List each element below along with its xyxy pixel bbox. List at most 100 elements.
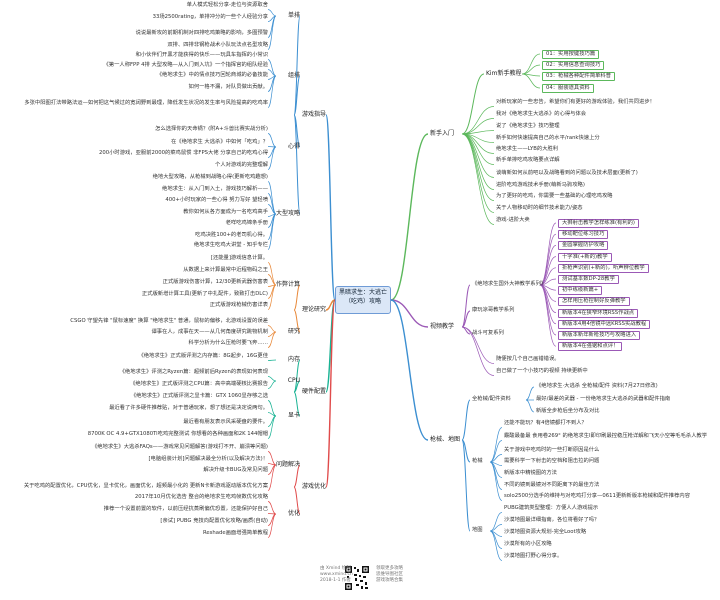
leaf-team-4[interactable]: 多张中阳图打法带路法运—如何把这气候过的宽阔野到最理，降低发生状况的发生率与风险…: [24, 100, 268, 106]
leaf-opt-2[interactable]: [亲试] PUBG 竞技向配置优化攻略/画质(自动): [160, 518, 268, 524]
leaf-cheat-0[interactable]: [还能量]游戏信息计算。: [210, 255, 268, 261]
sub-tactics-series[interactable]: 战斗可复系列: [472, 330, 504, 336]
branch-novice[interactable]: 新手入门: [430, 130, 455, 137]
maps-4[interactable]: 沙漠地图打野心得分享。: [504, 553, 563, 559]
sub-memory[interactable]: 内存: [287, 356, 300, 363]
leaf-research-1[interactable]: 谭事在人，成事在天——从几何角度研究跳物机制: [151, 329, 268, 335]
maps-2[interactable]: 沙漠地图资源大规划-完全Loot攻略: [504, 529, 587, 535]
sub-research[interactable]: 研究: [287, 328, 300, 335]
leaf-master-4[interactable]: 老咩吃鸡锦条手册: [225, 220, 268, 226]
newbie-1[interactable]: 02：实用信息查询技巧: [542, 61, 605, 70]
sub-maps[interactable]: 地图: [472, 527, 483, 533]
leaf-cheat-4[interactable]: 正式版游戏枪械伤害详表: [209, 302, 268, 308]
maps-3[interactable]: 沙漠所有的小区攻略: [504, 541, 552, 547]
maps-0[interactable]: PUBG建筑类型整理：方便人人游戏提示: [504, 505, 599, 511]
guns-5[interactable]: 不同的镜到最镜对不同距离下的最佳方法: [504, 482, 600, 488]
video-series-4[interactable]: 折枪声识别(+新的)，听声辨位教学: [558, 263, 649, 273]
leaf-team-1[interactable]: 《第一人称FPP 4排 大型攻略—从入门到入坑》一个指挥官的组队经验: [103, 62, 269, 68]
central-topic[interactable]: 黑暗求生：大逃亡 （吃鸡）攻略: [335, 286, 391, 314]
sub-cpu[interactable]: CPU: [287, 377, 300, 384]
video-series-0[interactable]: 大狮射击教学怎样练准(有利的): [558, 219, 639, 228]
novice2-2[interactable]: 进阶吃鸡游戏技术手册(萌新马驹攻略): [496, 182, 585, 188]
leaf-master-6[interactable]: 绝地求生吃鸡大讲堂 - 知乎专栏: [193, 242, 268, 248]
video-series-10[interactable]: 新版本新年新枪技巧与攻略进入: [558, 331, 641, 340]
novice2-3[interactable]: 为了更好的吃鸡，你需要一些基础的心理吃鸡攻略: [496, 193, 613, 199]
branch-hardware[interactable]: 硬件配置: [301, 388, 326, 395]
newbie-0[interactable]: 01：实用按键技巧篇: [542, 50, 600, 59]
newbie-3[interactable]: 04：服装道具资料: [542, 84, 594, 93]
leaf-cheat-3[interactable]: 正式版新增计算工具(更新了中扎配件，致致打击DLC): [141, 291, 268, 297]
novice2-4[interactable]: 关于人物移动时的细节技术能力/姿态: [496, 205, 583, 211]
leaf-mind_items-2[interactable]: 200小时游戏，亚服前2000的菜鸡鼠惯 非FPS大佬 分享自己的吃鸡心得: [99, 150, 268, 156]
leaf-solo-1[interactable]: 33场2500rating，单排冲分的一些个人经验分享: [152, 14, 268, 20]
leaf-mind_items-0[interactable]: 怎么选择你的天命锅？(附A+斗兽比赛实战分析): [155, 126, 268, 132]
leaf-gpu-1[interactable]: 最近看了许多硬件推荐贴，对于普通玩家，想了想还是决定说两句。: [109, 405, 268, 411]
leaf-team-0[interactable]: 和小伙伴们开黑才能获得的快乐——玩具车指挥的小常识: [135, 52, 268, 58]
sub-opt[interactable]: 优化: [287, 510, 300, 517]
video-series-7[interactable]: 怎样用压枪控制好反弹教学: [558, 297, 630, 307]
video-series-3[interactable]: 十字准(+新的)教学: [558, 252, 612, 262]
maps-1[interactable]: 沙漠地图最详细指南，各位将看好了吗？: [504, 517, 600, 523]
branch-video[interactable]: 视频教学: [430, 323, 455, 330]
video-series-11[interactable]: 新版本4在强锯和点评！: [558, 342, 623, 352]
leaf-research-2[interactable]: 科学分析为什么压枪时要飞奔……: [188, 340, 268, 346]
leaf-solo-2[interactable]: 说说最新攻的前期机制对四排吃鸡策略的影响，多图预警: [135, 30, 268, 36]
novice2-0[interactable]: 新手单排吃鸡攻略要点详解: [496, 157, 560, 163]
video-series-9[interactable]: 新版本4用4倍镜中远KRSS实战教程: [558, 319, 651, 329]
leaf-opt-3[interactable]: Reshade画面增强简单教程: [202, 530, 268, 536]
leaf-cpu-0[interactable]: 《绝地求生》评测之Ryzen篇：超频前后Ryzen的表现如何表现: [119, 369, 268, 375]
leaf-master-5[interactable]: 吃鸡决胜100+的老司机心得。: [195, 232, 268, 238]
leaf-mind_items-3[interactable]: 个人对游戏的完整理解: [215, 162, 268, 168]
novice-0[interactable]: 对新玩家的一些忠告，希望你们有更好的游戏体验，我们共同进步！: [496, 99, 655, 105]
leaf-gpu-3[interactable]: 8700K OC 4.9+GTX1080Ti吃鸡完整测试 你想看的各种画面和2K…: [87, 431, 268, 437]
novice-4[interactable]: 绝地求生——LYB的大胜利: [496, 146, 559, 152]
sub-problem[interactable]: 问题解决: [275, 461, 300, 468]
guns-0[interactable]: 还能不能玩？有4倍镜都打不到人？: [504, 420, 587, 426]
leaf-memory-0[interactable]: 《绝地求生》正式版评测之内存篇：8G起步，16G更佳: [138, 353, 268, 359]
guns-6[interactable]: solo2500分选手的维持与对吃鸡打分享—0611更新新版本枪械和配件推荐内容: [504, 493, 690, 499]
branch-theory[interactable]: 理论研究: [301, 306, 326, 313]
novice-2[interactable]: 说了《绝地求生》技巧整理: [496, 123, 560, 129]
guns-4[interactable]: 新版本中精锐图的方法: [504, 470, 557, 476]
leaf-team-2[interactable]: 《绝地求生》中的情点技巧回轮商城的必备技能: [156, 72, 268, 78]
leaf-research-0[interactable]: CSGO 守望先锋 "鼠标速度" 换算 "绝地求生" 普通，鼠标的偏移，北游戏设…: [70, 318, 268, 324]
novice-1[interactable]: 我对《绝地求生大逃杀》的心得与体会: [496, 111, 587, 117]
sub-weapon-data[interactable]: 全枪械/配件资料: [472, 396, 511, 402]
leaf-gpu-2[interactable]: 最近看有朋友表示风采硬盘的要件。: [183, 419, 268, 425]
leaf-opt-1[interactable]: 推荐一个设置前置的软件，以前压经抗蒸刷偏优恐置，还能保护好自己: [103, 506, 268, 512]
sub-video-series[interactable]: 《绝地求生国外大神教学系列》: [472, 281, 547, 287]
sub-master[interactable]: 大型攻略: [275, 210, 300, 217]
video-series-2[interactable]: 金圆掌握防护攻略: [558, 241, 609, 251]
weapon-data-1[interactable]: 最好/最差的武器 - 一份绝地求生大逃杀的武器和配件指南: [536, 396, 671, 402]
guns-2[interactable]: 关于游戏中吃鸡时的一些打断原因是什么: [504, 447, 600, 453]
video-extra-1[interactable]: 自己做了一个小技巧的视频 持续更新中: [496, 368, 588, 374]
leaf-solo-3[interactable]: 双排、四排非钢枪战术小队玩法点名型攻略: [167, 42, 268, 48]
leaf-master-1[interactable]: 绝地求生：从入门到入土，游戏技巧解析——: [162, 186, 268, 192]
leaf-gpu-0[interactable]: 《绝地求生》正式版评测之显卡篇：GTX 1060显存够之选: [130, 393, 268, 399]
leaf-problem-1[interactable]: [电脑组装计划]问题解决最全分析(以及解决方法)！: [148, 456, 268, 462]
leaf-problem-2[interactable]: 解决升级卡BUG及常见问题: [203, 467, 268, 473]
weapon-data-0[interactable]: 《绝地求生·大逃杀 全枪械/配件 资料(7月27日修改): [536, 383, 658, 389]
sub-newbie[interactable]: Kim新手教程: [486, 70, 522, 77]
leaf-master-3[interactable]: 教你如何从各方面成为一名吃鸡高手: [183, 209, 268, 215]
leaf-cpu-1[interactable]: 《绝地求生》正式版评测之CPU篇：高中高端硬核比赛报告: [130, 381, 268, 387]
sub-solo[interactable]: 单排: [287, 12, 300, 19]
newbie-2[interactable]: 03：枪械各种配件简单科普: [542, 72, 616, 81]
sub-mind[interactable]: 心得: [287, 143, 300, 150]
sub-cheat[interactable]: 作弊计算: [275, 281, 300, 288]
novice-3[interactable]: 新手如何快速提高自己的水平/rank快速上分: [496, 135, 600, 141]
video-series-1[interactable]: 移动靶位练习技巧: [558, 230, 609, 240]
video-series-8[interactable]: 新版本4在狭窄环境RSS作战点: [558, 308, 639, 318]
video-series-5[interactable]: 测试基本数DP-28教学: [558, 275, 619, 284]
branch-tactics[interactable]: 枪械、地图: [430, 436, 461, 443]
sub-gpu[interactable]: 显卡: [287, 412, 300, 419]
guns-3[interactable]: 需要科学一下射击的空档和阻击拉的问题: [504, 458, 600, 464]
novice2-5[interactable]: 游戏-进阶大卖: [496, 217, 530, 223]
sub-guns[interactable]: 枪械: [472, 458, 483, 464]
leaf-opt-0[interactable]: 2017年10月优化选告 整合的绝地求生吃鸡帧数优化攻略: [134, 494, 268, 500]
leaf-master-0[interactable]: 绝地大型攻略，从枪械到战略心得(更新吃鸡趣想): [152, 174, 268, 180]
sub-rank-series[interactable]: 康玩凉哥教学系列: [472, 307, 515, 313]
leaf-cheat-1[interactable]: 从数据上来计算最常中近程物码之王: [183, 267, 268, 273]
sub-team[interactable]: 组排: [287, 72, 300, 79]
guns-1[interactable]: 霰酸最备最 食用卷269° 的绝地求生I即印刷最控稳压枪详解和飞天小空等毛毛杀人…: [504, 433, 708, 439]
